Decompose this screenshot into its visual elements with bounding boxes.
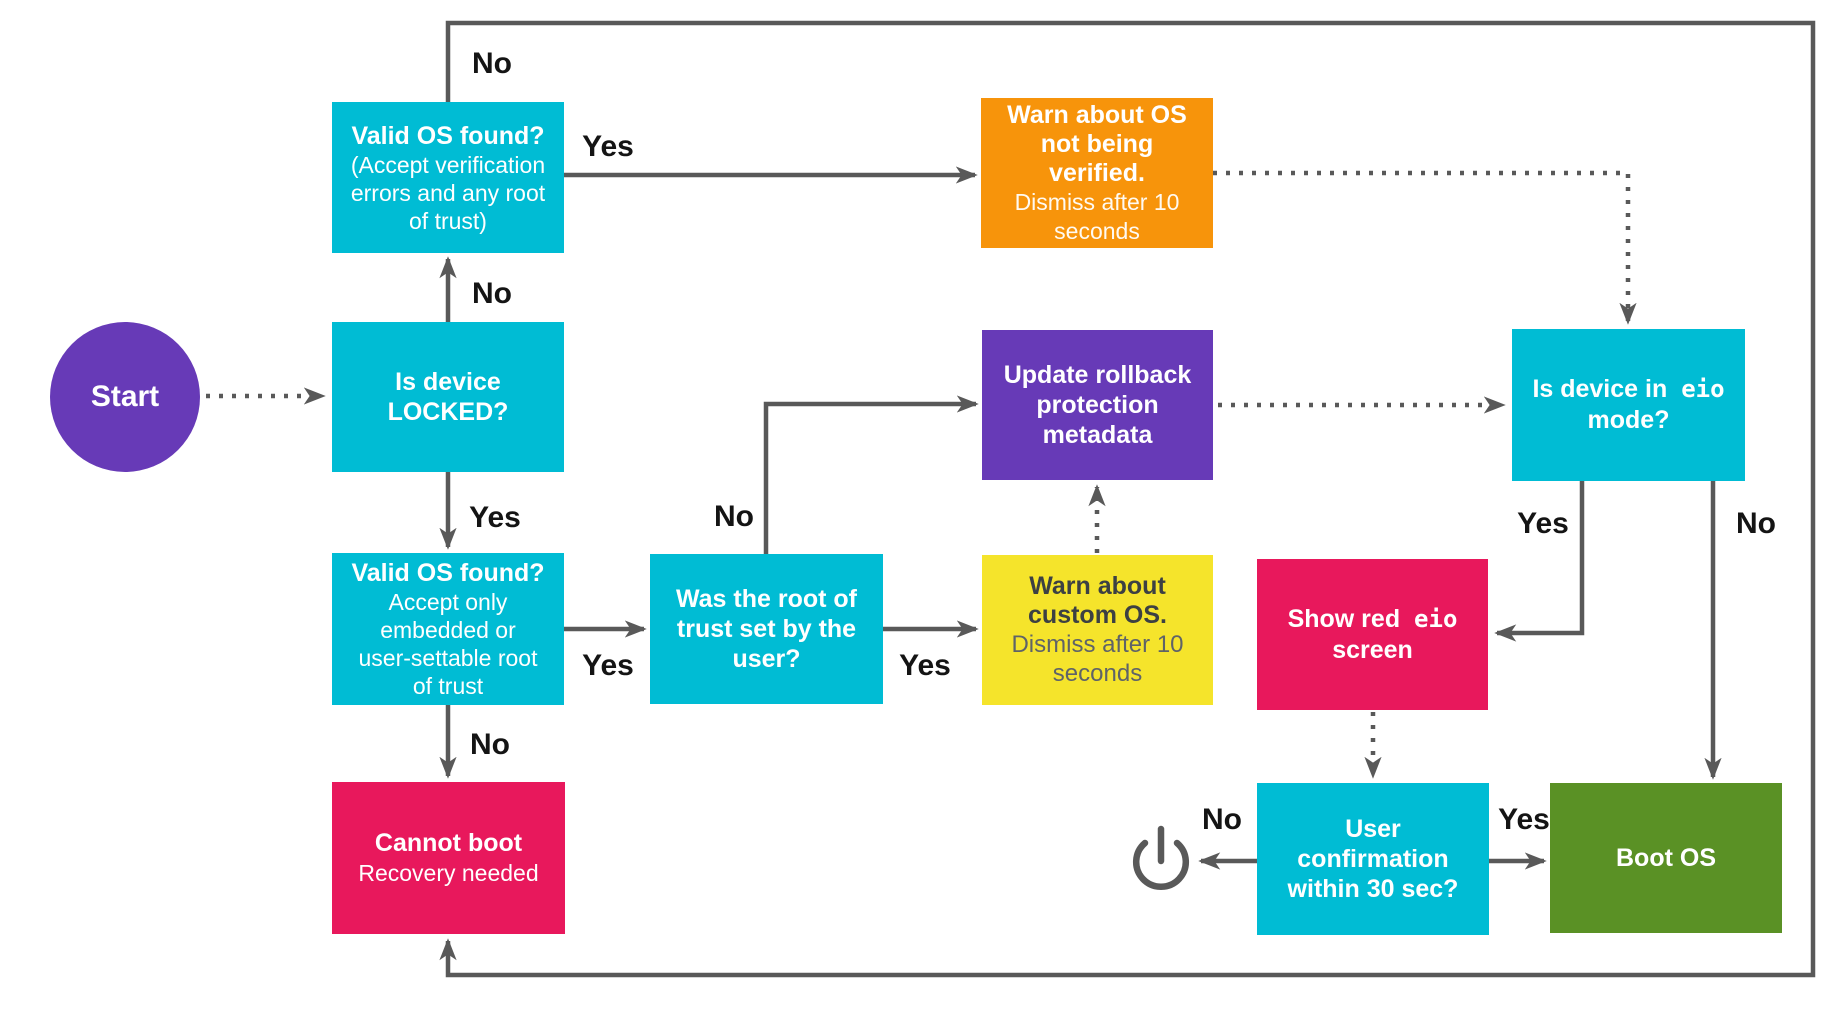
node-title: Boot OS [1616, 844, 1716, 872]
node-title-line1: Show red eio [1288, 604, 1458, 635]
label-eio-no: No [1736, 507, 1776, 540]
node-title-line1: Is device in eio [1532, 374, 1724, 405]
node-is-device-eio-mode: Is device in eio mode? [1512, 329, 1745, 481]
label-confirm-no: No [1202, 803, 1242, 836]
label-eio-yes: Yes [1517, 507, 1569, 540]
node-title: Is device LOCKED? [387, 368, 509, 426]
node-user-confirmation: User confirmation within 30 sec? [1257, 783, 1489, 935]
node-boot-os: Boot OS [1550, 783, 1782, 933]
redscreen-pre: Show red [1287, 604, 1401, 633]
start-label: Start [90, 380, 160, 413]
node-title: Valid OS found? [351, 559, 545, 587]
label-validuser-yes: Yes [582, 649, 634, 682]
node-title: Warn about custom OS. [1028, 572, 1167, 629]
node-cannot-boot: Cannot boot Recovery needed [332, 782, 565, 934]
edge-validany-no-loop [439, 20, 1816, 978]
node-is-device-locked: Is device LOCKED? [332, 322, 564, 472]
node-title-line2: screen [1332, 635, 1413, 664]
label-root-yes: Yes [899, 649, 951, 682]
node-warn-custom-os: Warn about custom OS. Dismiss after 10 s… [982, 555, 1213, 705]
node-start: Start [50, 322, 200, 472]
label-confirm-yes: Yes [1498, 803, 1550, 836]
node-show-red-eio-screen: Show red eio screen [1257, 559, 1488, 710]
eio-question-pre: Is device in [1532, 375, 1668, 403]
edge-eio-yes-to-redscreen [1494, 481, 1585, 642]
node-subtitle: Dismiss after 10 seconds [1011, 631, 1184, 687]
node-valid-os-any-root: Valid OS found? (Accept verification err… [332, 102, 564, 253]
label-validuser-no: No [470, 728, 510, 761]
node-title: Was the root of trust set by the user? [675, 585, 857, 673]
node-root-of-trust-user: Was the root of trust set by the user? [650, 554, 883, 704]
node-subtitle: (Accept verification errors and any root… [350, 151, 546, 234]
node-title: Valid OS found? [351, 121, 545, 150]
edge-warn-to-eio-dotted [1213, 170, 1637, 325]
node-subtitle: Accept only embedded or user-settable ro… [358, 589, 538, 699]
node-title-line2: mode? [1587, 406, 1670, 434]
label-validany-yes: Yes [582, 130, 634, 163]
node-subtitle: Recovery needed [358, 860, 539, 886]
label-locked-no: No [472, 277, 512, 310]
power-icon [1132, 825, 1190, 890]
node-valid-os-user-root: Valid OS found? Accept only embedded or … [332, 553, 564, 705]
node-subtitle: Dismiss after 10 seconds [1014, 188, 1180, 244]
node-title: Cannot boot [374, 829, 523, 857]
label-root-no: No [714, 500, 754, 533]
node-update-rollback-metadata: Update rollback protection metadata [982, 330, 1213, 480]
node-title: Update rollback protection metadata [1003, 361, 1192, 449]
node-warn-os-not-verified: Warn about OS not being verified. Dismis… [981, 98, 1213, 248]
node-title: User confirmation within 30 sec? [1287, 815, 1459, 903]
eio-code: eio [1681, 375, 1725, 403]
edge-root-no-to-rollback [763, 395, 979, 554]
eio-code: eio [1414, 604, 1458, 633]
label-locked-yes: Yes [469, 501, 521, 534]
label-validany-no: No [472, 47, 512, 80]
node-title: Warn about OS not being verified. [1007, 100, 1187, 187]
